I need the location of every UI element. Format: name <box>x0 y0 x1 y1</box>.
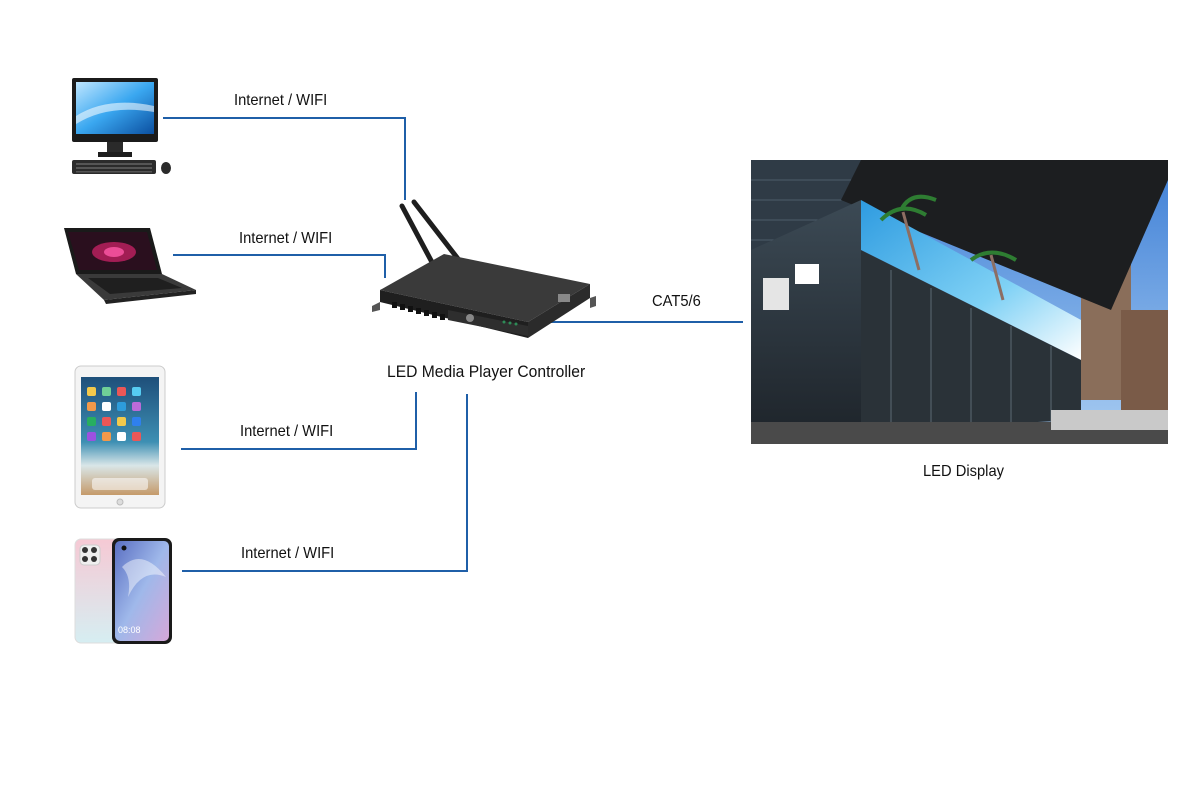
led-media-player-controller-icon <box>368 198 598 344</box>
laptop-link-label: Internet / WIFI <box>239 230 333 247</box>
laptop-link-line <box>173 254 386 278</box>
tablet-icon <box>74 365 166 509</box>
desktop-link-line <box>163 117 406 200</box>
phone-clock-text: 08:08 <box>118 625 141 635</box>
phone-link-label: Internet / WIFI <box>241 545 335 562</box>
controller-label: LED Media Player Controller <box>387 362 586 381</box>
desktop-computer-icon <box>68 76 178 180</box>
smartphone-icon: 08:08 <box>72 537 176 645</box>
desktop-link-label: Internet / WIFI <box>234 92 328 109</box>
led-display-photo <box>751 160 1168 444</box>
phone-link-line <box>182 394 468 572</box>
led-display-label: LED Display <box>923 463 1004 480</box>
laptop-icon <box>58 224 198 304</box>
display-link-label: CAT5/6 <box>652 293 701 310</box>
tablet-link-label: Internet / WIFI <box>240 423 334 440</box>
tablet-link-line <box>181 392 417 450</box>
